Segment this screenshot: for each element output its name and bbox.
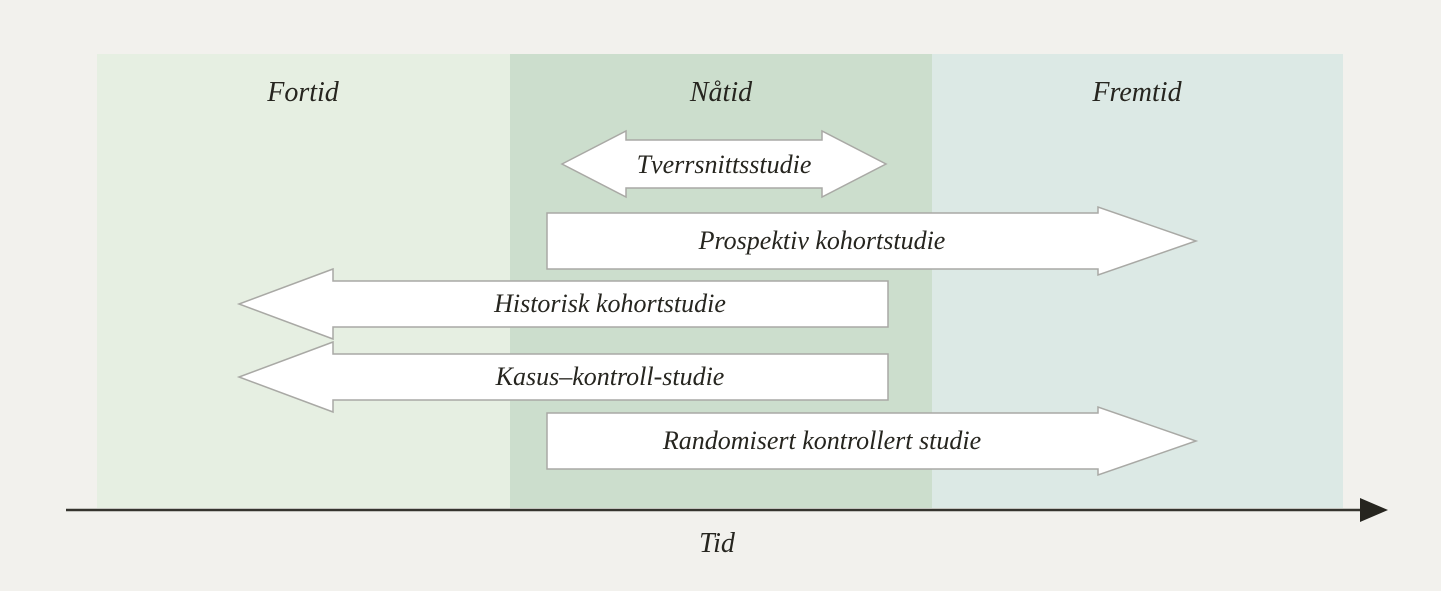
time-axis-label: Tid (699, 528, 735, 559)
arrow-label-historisk-kohortstudie: Historisk kohortstudie (494, 289, 726, 318)
left-arrow-historisk-kohortstudie (236, 267, 889, 341)
panel-title-fortid: Fortid (267, 77, 339, 108)
panel-title-natid: Nåtid (689, 77, 753, 108)
left-arrow-kasus-kontroll-studie (236, 340, 889, 414)
time-axis-arrowhead-icon (1360, 498, 1388, 522)
right-arrow-prospektiv-kohortstudie (546, 205, 1199, 277)
panel-title-fremtid: Fremtid (1092, 77, 1182, 108)
arrow-label-prospektiv-kohortstudie: Prospektiv kohortstudie (698, 226, 946, 255)
arrow-label-kasus-kontroll-studie: Kasus–kontroll-studie (495, 362, 725, 391)
arrow-label-randomisert-kontrollert-studie: Randomisert kontrollert studie (662, 426, 982, 455)
double-arrow-tverrsnittsstudie (560, 129, 888, 199)
time-axis (66, 498, 1388, 522)
right-arrow-randomisert-kontrollert-studie (546, 405, 1199, 477)
arrow-label-tverrsnittsstudie: Tverrsnittsstudie (636, 150, 812, 179)
